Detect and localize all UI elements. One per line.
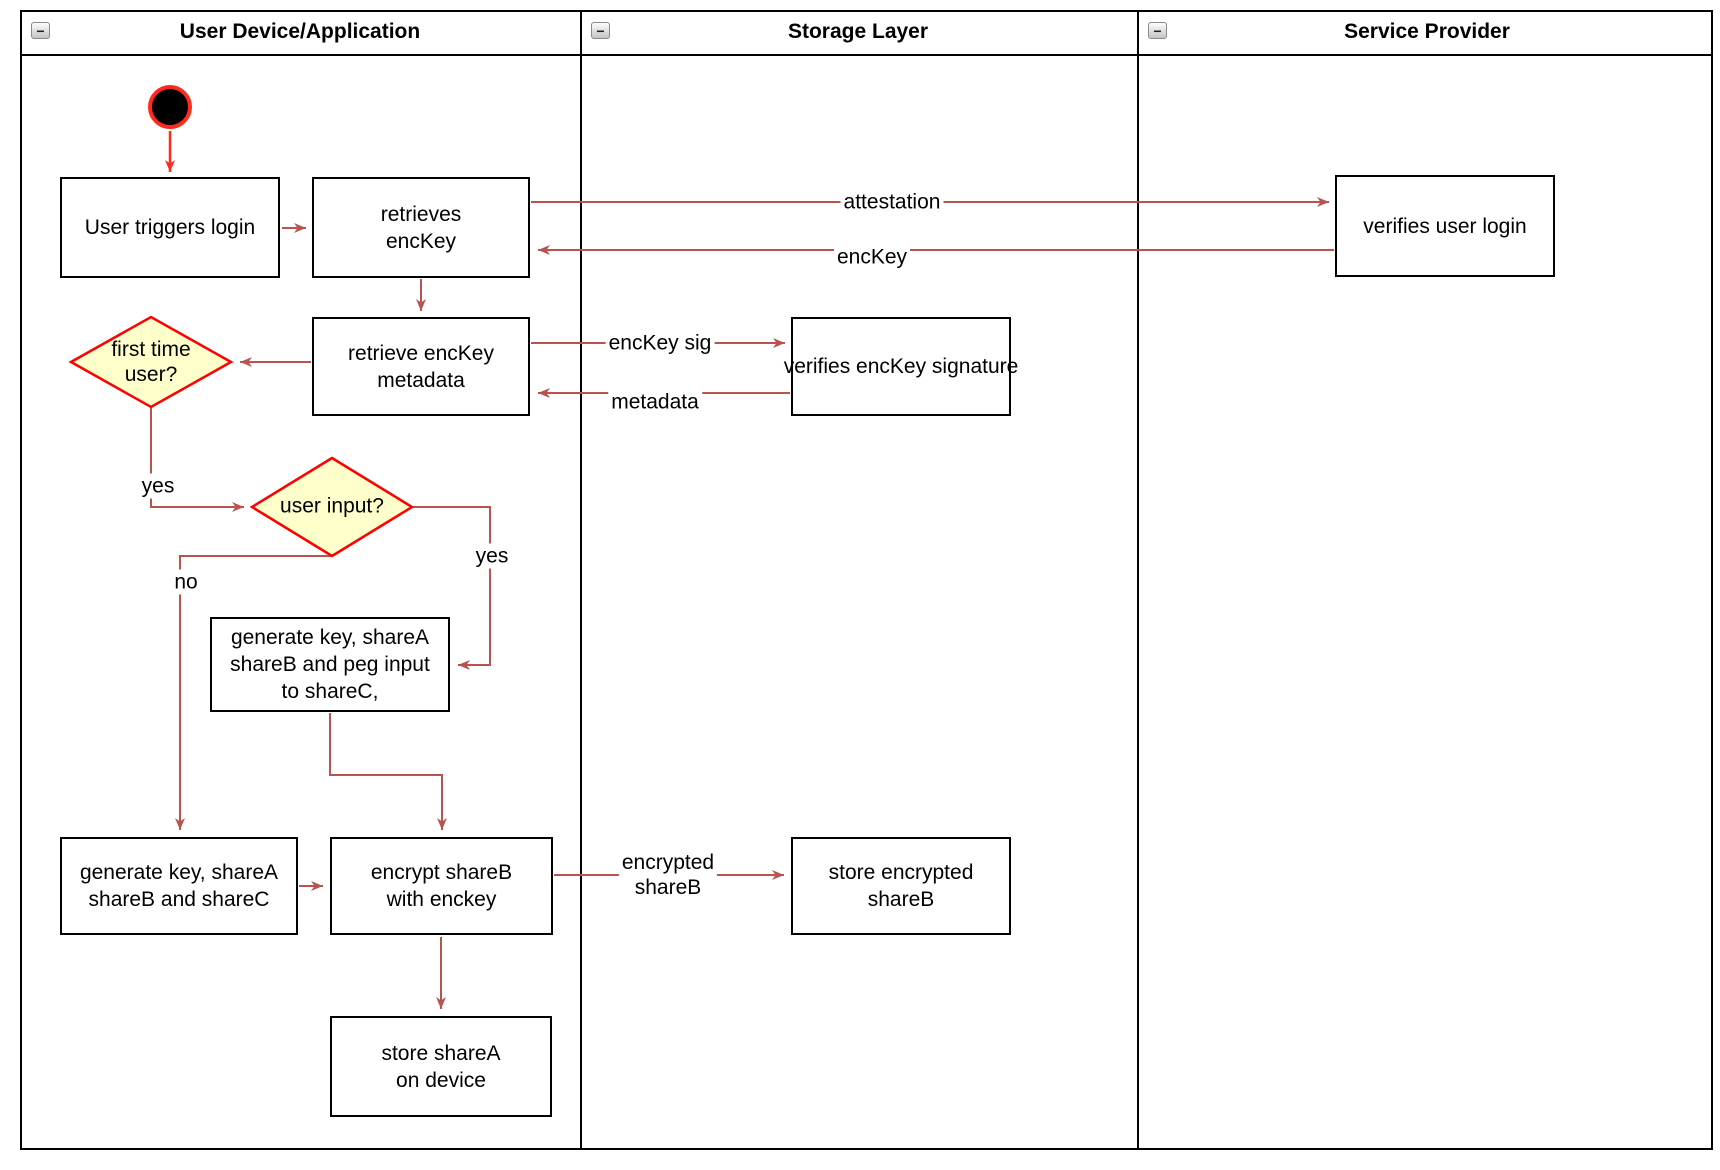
node-retrieve-enckey-metadata: retrieve encKey metadata (312, 317, 530, 416)
lane-title-storage-layer: Storage Layer (787, 20, 929, 43)
collapse-lane-user-device-button[interactable]: − (31, 22, 50, 39)
decision-first-time-user-label: first time user? (111, 338, 191, 386)
lane-divider-1 (580, 10, 582, 1150)
node-user-triggers-login: User triggers login (60, 177, 280, 278)
minus-icon: − (596, 22, 605, 39)
branch-label-yes-first-time: yes (138, 473, 178, 499)
collapse-lane-service-provider-button[interactable]: − (1148, 22, 1167, 39)
node-generate-key-peg-input: generate key, shareA shareB and peg inpu… (210, 617, 450, 712)
node-encrypt-shareb: encrypt shareB with enckey (330, 837, 553, 935)
branch-label-no-user-input: no (171, 569, 201, 595)
node-verifies-enckey-signature: verifies encKey signature (784, 317, 1018, 416)
node-store-encrypted-shareb: store encrypted shareB (791, 837, 1011, 935)
edge-label-enckey-sig: encKey sig (605, 330, 715, 356)
collapse-lane-storage-button[interactable]: − (591, 22, 610, 39)
decision-user-input-label: user input? (280, 494, 384, 518)
edge-label-enckey: encKey (833, 244, 911, 270)
edge-label-encrypted-shareb: encrypted shareB (618, 850, 718, 900)
minus-icon: − (36, 22, 45, 39)
edge-label-metadata: metadata (608, 389, 702, 415)
branch-label-yes-user-input: yes (472, 543, 512, 569)
minus-icon: − (1153, 22, 1162, 39)
node-verifies-user-login: verifies user login (1335, 175, 1555, 277)
node-store-sharea: store shareA on device (330, 1016, 552, 1117)
lane-title-service-provider: Service Provider (1344, 20, 1510, 43)
node-generate-key-sharec: generate key, shareA shareB and shareC (60, 837, 298, 935)
edge-label-attestation: attestation (840, 189, 944, 215)
pool-border (20, 10, 1713, 1150)
lane-divider-2 (1137, 10, 1139, 1150)
header-divider (20, 54, 1713, 56)
node-retrieves-enckey: retrieves encKey (312, 177, 530, 278)
lane-title-user-device: User Device/Application (179, 20, 421, 43)
